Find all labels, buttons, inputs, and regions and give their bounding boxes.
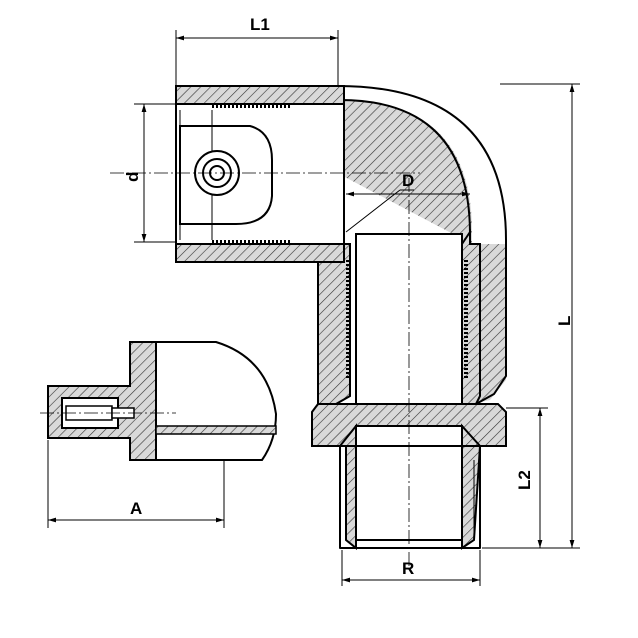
vertical-arm-left-wall <box>317 243 351 405</box>
dim-l1-label: L1 <box>250 15 270 34</box>
dim-l2-label: L2 <box>515 470 534 490</box>
dim-a-label: A <box>130 499 142 518</box>
male-thread-body <box>337 423 357 551</box>
dimensions: L1 d D L L2 R A <box>47 15 580 586</box>
dim-D-label: D <box>402 171 414 190</box>
detail-view <box>40 341 278 461</box>
top-arm-upper-wall <box>175 85 345 105</box>
elbow-body-section <box>176 88 506 404</box>
elbow-outer-shell <box>175 85 507 405</box>
dim-d-label: d <box>123 172 142 182</box>
elbow-fitting <box>110 85 507 568</box>
elbow-inner-bend <box>339 99 471 235</box>
detail-lower-wall <box>155 425 277 435</box>
dim-r-label: R <box>402 559 414 578</box>
dim-L-label: L <box>555 316 574 326</box>
male-thread-body-right <box>461 423 482 550</box>
